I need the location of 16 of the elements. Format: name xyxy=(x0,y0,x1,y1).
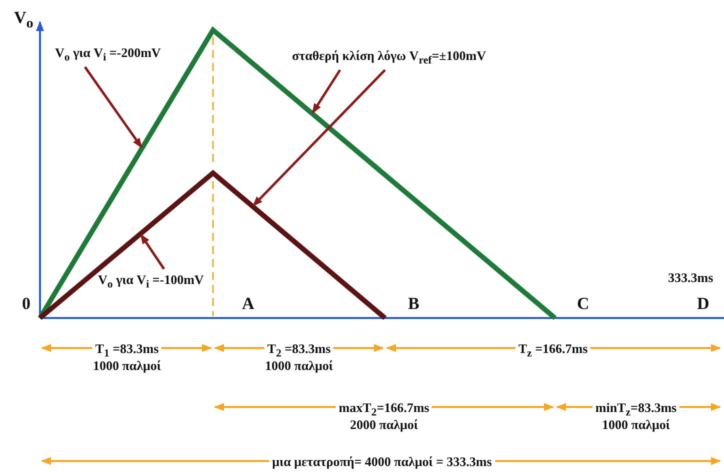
callout-text: σταθερή κλίση λόγω V$_{ref}$=±100mV xyxy=(292,48,486,69)
point-label: B xyxy=(408,296,420,311)
leader-arrow xyxy=(140,234,166,270)
time-label: 333.3ms xyxy=(668,270,714,285)
point-label: A xyxy=(242,296,254,311)
leader-arrow xyxy=(312,69,342,114)
large-triangle-waveform xyxy=(38,26,557,320)
leader-arrow xyxy=(252,69,386,206)
point-label: C xyxy=(577,296,590,311)
point-label: D xyxy=(697,296,710,311)
point-label: 0 xyxy=(22,296,30,311)
callout-text: V$_{o}$ για V$_{i}$ =-100mV xyxy=(98,272,204,293)
callout-text: V$_{o}$ για V$_{i}$ =-200mV xyxy=(55,45,161,66)
duration-label: μια μετατροπή= 4000 παλμοί = 333.3ms xyxy=(269,454,495,469)
leader-arrow xyxy=(84,66,143,148)
axis-label: V$_{o}$ xyxy=(14,10,34,32)
